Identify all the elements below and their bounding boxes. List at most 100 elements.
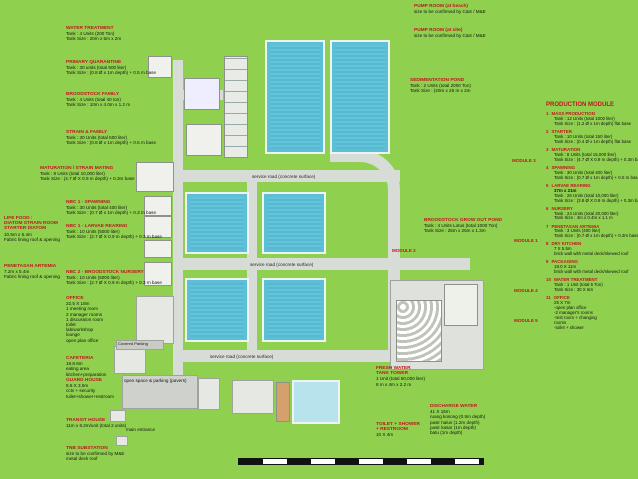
production-item-t2: 37m x 21m: [554, 187, 577, 193]
transit-house-title: TRANSIT HOUSE: [66, 418, 106, 423]
tnb-line1: size to be confirmed by M&E: [66, 451, 125, 457]
office-line1: 22.5 X 18m: [66, 301, 90, 307]
nbc2-nursery-title: NBC 2 - BROODSTOCK NURSERY: [66, 270, 144, 275]
maturation-building: [136, 162, 174, 192]
office-line3: 2 manager rooms: [66, 311, 103, 317]
sedimentation-line1: Tank : 2 Units (total 2000 Ton): [410, 83, 471, 89]
production-item-l2: Tank Size : 30 X 6m: [554, 287, 594, 293]
growout-pond-2: [262, 192, 326, 254]
module2-label: MODULE 2: [392, 248, 416, 253]
production-item-title: MASS PRODUCTION: [551, 111, 595, 117]
pump-site-title: PUMP ROOM (at site): [414, 28, 463, 33]
life-food-t3: STARTER DIATOM: [4, 226, 47, 232]
label-sedimentation: SEDIMENTATION POND Tank : 2 Units (total…: [410, 78, 471, 94]
production-item-l2: brick wall with metal deck/skewed roof: [554, 269, 629, 275]
production-item-number: 1: [546, 111, 549, 117]
production-item-l5: rooms: [554, 319, 567, 325]
cafeteria-building: [114, 346, 146, 374]
discharge-line1: 41 X 16m: [430, 409, 450, 415]
transit-house-line1: 11m x 6.2m/unit (total 2 units): [66, 423, 127, 429]
production-item-l4: -rest room + changing: [554, 314, 597, 320]
production-item-title: WATER TREATMENT: [553, 277, 598, 283]
production-item-l1: 7 X 5.5m: [554, 246, 572, 252]
scale-bar: [238, 458, 484, 465]
production-item-l2: Tank Size : (0.7 Ø x 1m depth) + 0.5 m b…: [554, 174, 638, 180]
module5-label: MODULE 5: [514, 318, 538, 323]
production-item-l1: Tank : 1 Unit (total 5 Ton): [554, 282, 603, 288]
label-broodstock-family: BROODSTOCK FAMILY Tank : 4 Units (total …: [66, 92, 130, 108]
fresh-water-title: FRESH WATER: [376, 366, 411, 371]
guard-house-line2: cctv + security: [66, 388, 96, 394]
nbc1-larvae-line2: Tank Size : (2.7 Ø X 0.9 m depth) + 0.3 …: [66, 234, 162, 240]
toilet-t2: + RESTROOM: [376, 427, 408, 433]
office-line6: lab/workshop: [66, 327, 94, 333]
production-item-number: 5: [546, 182, 549, 188]
production-item-number: 8: [546, 241, 549, 247]
open-space-parking: [122, 375, 198, 409]
nbc1-larvae-title: NBC 1 - LARVAE REARING: [66, 224, 128, 229]
label-tnb: TNB SUBSTATION size to be confirmed by M…: [66, 446, 124, 462]
production-item-title: DRY KITCHEN: [551, 241, 582, 247]
transit-house-building: [198, 378, 220, 410]
water-treatment-line1: Tank : 4 Units (200 Ton): [66, 31, 115, 37]
toilet-line1: 10 X 4m: [376, 432, 394, 438]
broodstock-family-building: [184, 78, 220, 110]
office-line7: lounge: [66, 332, 80, 338]
nbc2-nursery-building: [144, 262, 172, 286]
strain-family-building: [186, 124, 222, 156]
production-item-l1: Tank : 8 Units (total 15,000 liter): [554, 151, 616, 157]
label-primary-quarantine: PRIMARY QUARANTINE Tank : 30 units (tota…: [66, 60, 156, 76]
discharge-line5: batu (1m depth): [430, 430, 463, 436]
module4-label: MODULE 4: [514, 288, 538, 293]
discharge-line4: pasir kasar (1m depth): [430, 424, 476, 430]
nbc1-larvae-line1: Tank : 10 Units (5000 liter): [66, 229, 120, 235]
penetasan-line1: 7.2m x 5.4m: [4, 269, 30, 275]
production-module-tanks: [396, 300, 442, 362]
sedimentation-pond-2: [330, 40, 390, 154]
production-item-l3: -2 manager's rooms: [554, 309, 593, 315]
production-item-l1: Tank : 12 Units (total 1000 liter): [554, 116, 615, 122]
production-item-title: PACKAGING: [551, 259, 578, 265]
production-item-number: 7: [546, 223, 549, 229]
growout-pond-4: [262, 278, 326, 342]
production-item-l2: Tank Size : (1.2 Ø x 1m depth) flat base: [554, 121, 632, 126]
label-nbc2-nursery: NBC 2 - BROODSTOCK NURSERY Tank : 10 Uni…: [66, 270, 162, 286]
production-item-title: OFFICE: [553, 295, 570, 301]
label-maturation: MATURATION / STRAIN MATING Tank : 8 Unit…: [40, 166, 135, 182]
life-food-line1: 10.5m x 5.4m: [4, 231, 32, 237]
production-item-l2: -open plan office: [554, 304, 587, 310]
label-pump-site: PUMP ROOM (at site) size to be confirmed…: [414, 28, 486, 38]
pump-site-sub: size to be confirmed by C&S / M&E: [414, 33, 486, 39]
nbc1-spawning-line2: Tank Size : (0.7 Ø x 1m depth) + 0.3 m b…: [66, 210, 157, 216]
water-treatment-tanks: [224, 56, 248, 158]
discharge-line2: ruang kosong (0.5m depth): [430, 414, 486, 420]
growout-pond-1: [185, 192, 249, 254]
production-item-l2: Tank Size : (3.8 Ø X 0.9 m depth) + 0.3m…: [554, 197, 638, 203]
sedimentation-title: SEDIMENTATION POND: [410, 78, 465, 83]
production-item-l1: Tank : 10 Units (total 150 liter): [554, 134, 613, 139]
cafeteria-title: CAFETERIA: [66, 356, 94, 361]
penetasan-line2: Fabric lining roof & opening: [4, 274, 60, 280]
production-module-tanks-2: [444, 284, 478, 326]
production-item-number: 10: [546, 277, 551, 283]
guard-house-building: [110, 410, 126, 422]
production-item-title: STARTER: [551, 129, 572, 135]
road-label-middle: service road (concrete surface): [250, 262, 314, 267]
label-cafeteria: CAFETERIA 19.8.6m eating area kitchen+pr…: [66, 356, 106, 377]
fresh-water-line1: 1 Unit (total 50,000 liter): [376, 376, 426, 382]
production-item-l2: Tank Size : (4.7 Ø X 0.9 m depth) + 0.3m…: [554, 156, 638, 162]
